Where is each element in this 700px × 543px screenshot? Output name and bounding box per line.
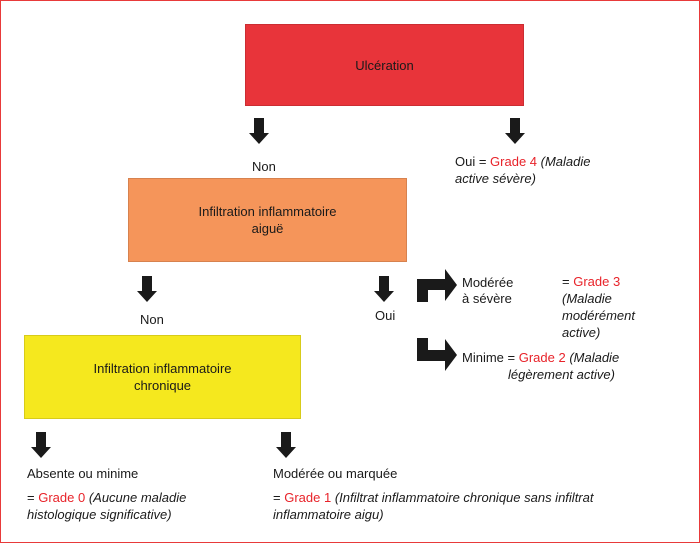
grade2-desc-line2: légèrement active) (508, 367, 615, 382)
grade2-prefix: Minime = (462, 350, 519, 365)
moderate-line1: Modérée (462, 275, 514, 290)
grade2-desc-line1: (Maladie (565, 350, 620, 365)
chronic-infiltration-box: Infiltration inflammatoire chronique (24, 335, 301, 419)
bent-arrow-down-right-icon (417, 338, 457, 371)
arrow-down-icon (374, 276, 394, 302)
bent-arrow-up-right-icon (417, 269, 457, 302)
grade3-text: = Grade 3 (Maladie modérément active) (562, 273, 635, 341)
moderate-line2: à sévère (462, 291, 512, 306)
arrow-down-icon (31, 432, 51, 458)
grade0-prefix: = (27, 490, 39, 505)
absent-minimal-label: Absente ou minime (27, 466, 139, 481)
arrow-down-icon (137, 276, 157, 302)
grade3-desc-line1: (Maladie (562, 291, 612, 306)
grade1-prefix: = (273, 490, 285, 505)
acute-label-line2: aiguë (251, 221, 284, 236)
ulceration-label: Ulcération (355, 57, 414, 73)
grade3-desc-line2: modérément (562, 308, 635, 323)
ulceration-box: Ulcération (245, 24, 524, 106)
branch-label-oui: Oui (375, 308, 396, 323)
grade0-text: = Grade 0 (Aucune maladie histologique s… (27, 489, 186, 523)
grade1-desc-line2: inflammatoire aigu) (273, 507, 384, 522)
acute-infiltration-box: Infiltration inflammatoire aiguë (128, 178, 407, 262)
arrow-down-icon (276, 432, 296, 458)
acute-label-line1: Infiltration inflammatoire (198, 204, 337, 219)
grade2-label: Grade 2 (518, 350, 566, 365)
grade4-desc-line1: (Maladie (537, 154, 591, 169)
grade4-desc-line2: active sévère) (455, 171, 536, 186)
moderate-marked-label: Modérée ou marquée (273, 466, 398, 481)
grade0-desc-line2: histologique significative) (27, 507, 172, 522)
grade4-label: Grade 4 (490, 154, 538, 169)
grade4-prefix: Oui = (455, 154, 491, 169)
chronic-label-line1: Infiltration inflammatoire (93, 361, 232, 376)
arrow-down-icon (505, 118, 525, 144)
grade1-desc-line1: (Infiltrat inflammatoire chronique sans … (331, 490, 594, 505)
branch-label-non: Non (140, 312, 164, 327)
grade0-label: Grade 0 (38, 490, 86, 505)
grade2-text: Minime = Grade 2 (Maladie légèrement act… (462, 349, 619, 383)
branch-label-non: Non (252, 159, 276, 174)
grade3-desc-line3: active) (562, 325, 601, 340)
chronic-label-line2: chronique (133, 378, 192, 393)
moderate-severe-label: Modérée à sévère (462, 275, 513, 307)
grade4-text: Oui = Grade 4 (Maladie active sévère) (455, 153, 591, 187)
grade1-label: Grade 1 (284, 490, 332, 505)
grade3-label: Grade 3 (573, 274, 621, 289)
grade3-prefix: = (562, 274, 574, 289)
grade0-desc-line1: (Aucune maladie (85, 490, 187, 505)
grade1-text: = Grade 1 (Infiltrat inflammatoire chron… (273, 489, 593, 523)
arrow-down-icon (249, 118, 269, 144)
